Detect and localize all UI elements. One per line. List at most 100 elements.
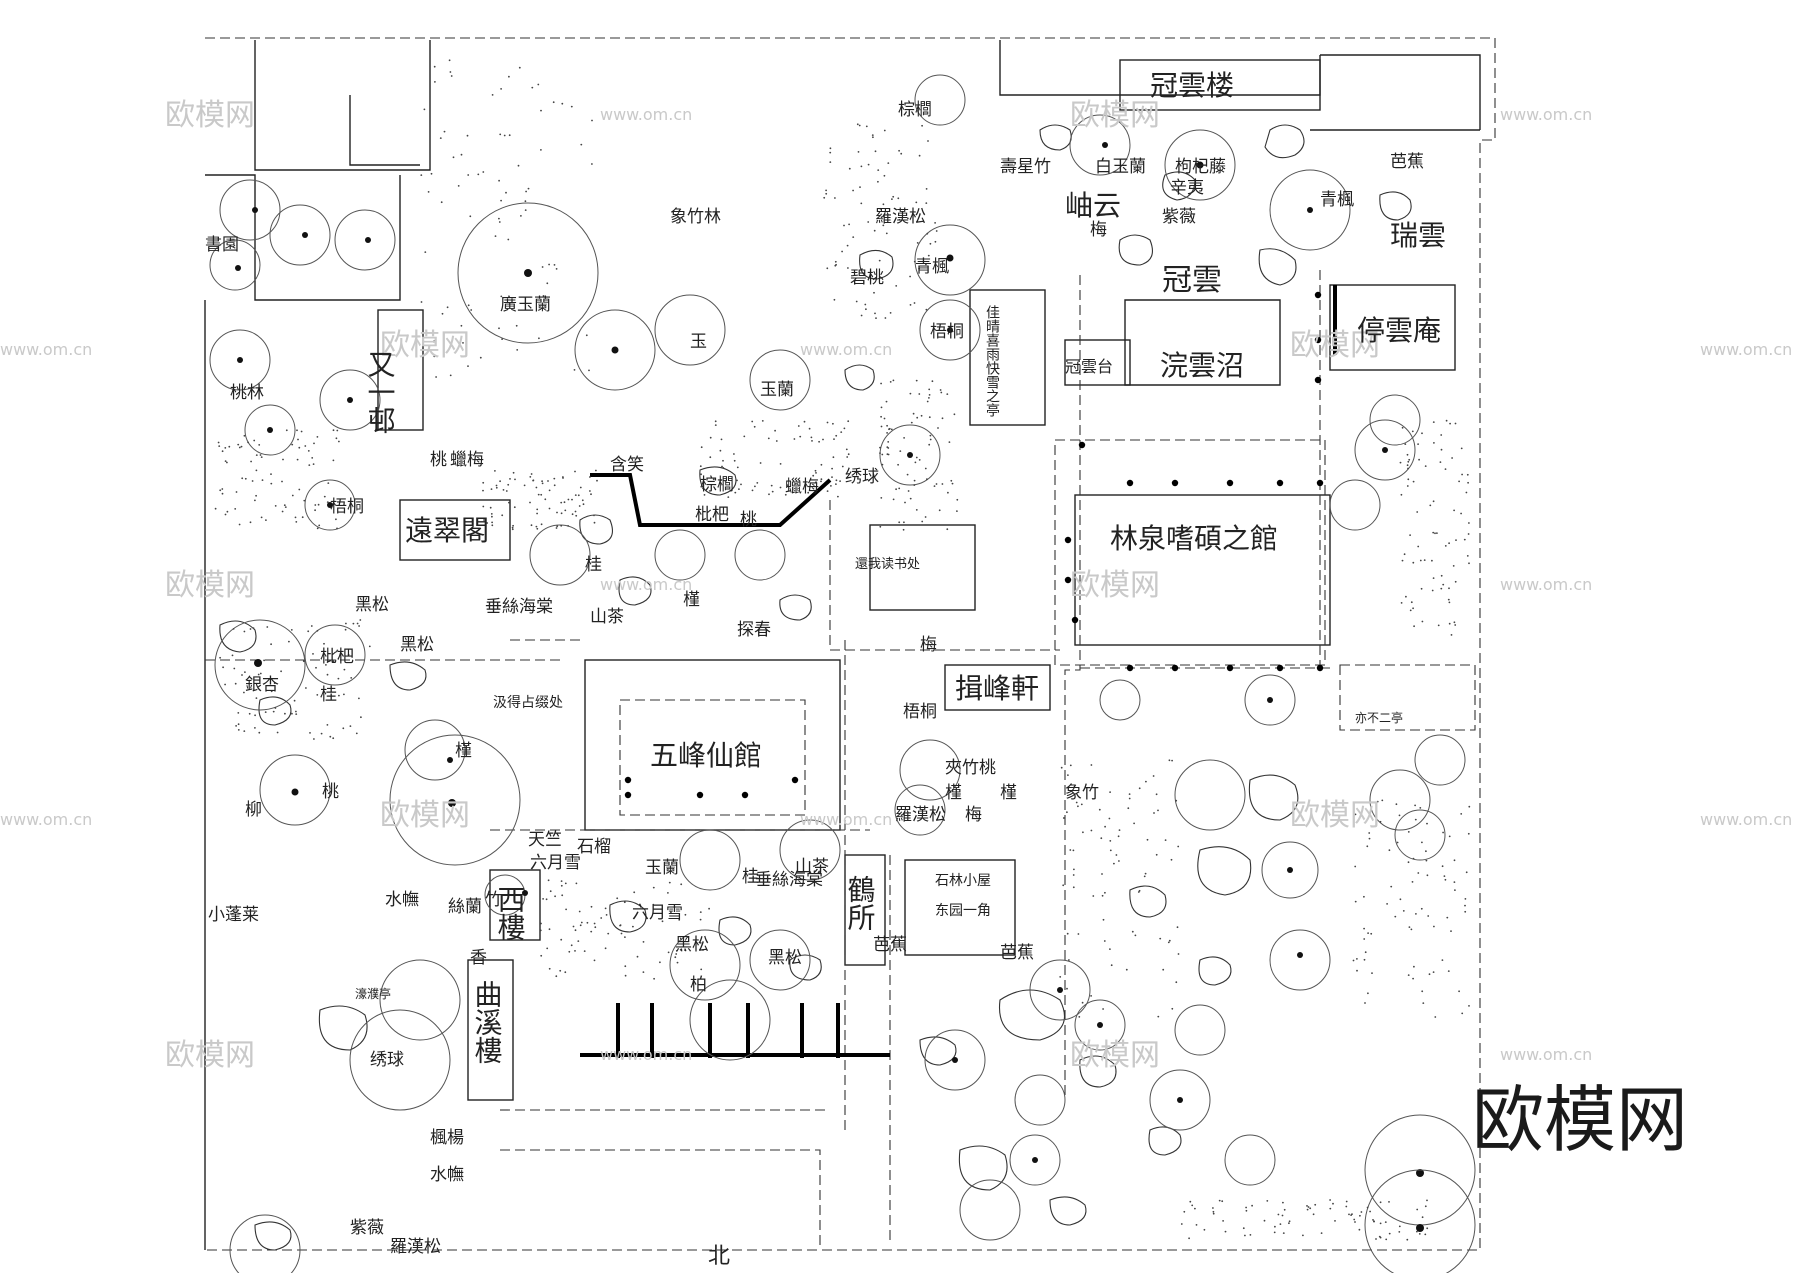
stipple-dot [509, 478, 511, 480]
stipple-dot [1412, 607, 1414, 610]
watermark-url: www.om.cn [800, 340, 892, 359]
stipple-dot [892, 498, 895, 501]
stipple-dot [807, 491, 810, 494]
stipple-dot [860, 202, 863, 205]
stipple-dot [903, 521, 905, 524]
stipple-dot [826, 421, 829, 424]
stipple-dot [684, 949, 686, 951]
stipple-dot [1433, 925, 1435, 928]
stipple-dot [1224, 1230, 1227, 1233]
stipple-dot [1368, 837, 1371, 840]
stipple-dot [1363, 927, 1365, 930]
stipple-dot [548, 507, 551, 510]
stipple-dot [335, 518, 337, 521]
stipple-dot [233, 667, 236, 670]
plant-label: 绣球 [845, 467, 879, 487]
stipple-dot [636, 955, 639, 958]
stipple-dot [237, 729, 240, 731]
stipple-dot [756, 482, 759, 484]
stipple-dot [291, 494, 294, 497]
stipple-dot [879, 452, 881, 454]
stipple-dot [1363, 895, 1365, 898]
stipple-dot [1109, 849, 1112, 852]
stipple-dot [1077, 805, 1079, 808]
brand-watermark: 欧模网 [1472, 1078, 1688, 1162]
stipple-dot [1464, 904, 1466, 907]
stipple-dot [329, 735, 332, 738]
stipple-dot [243, 730, 246, 732]
stipple-dot [799, 435, 802, 438]
stipple-dot [258, 731, 261, 734]
plant-label: 桂 [320, 685, 337, 705]
stipple-dot [871, 134, 874, 137]
stipple-dot [1400, 602, 1403, 604]
stipple-dot [1090, 829, 1093, 832]
stipple-dot [933, 485, 936, 487]
stipple-dot [460, 153, 463, 156]
stipple-dot [1454, 580, 1457, 583]
stipple-dot [829, 151, 832, 154]
stipple-dot [1177, 845, 1180, 848]
stipple-dot [469, 215, 472, 218]
stipple-dot [1419, 807, 1422, 809]
stipple-dot [544, 498, 547, 501]
stipple-dot [342, 727, 345, 730]
stipple-dot [835, 263, 837, 266]
stipple-dot [1157, 809, 1159, 812]
stipple-dot [727, 496, 730, 498]
stipple-dot [1177, 953, 1180, 955]
stipple-dot [288, 640, 290, 643]
stipple-dot [1307, 1206, 1310, 1208]
stipple-dot [323, 495, 326, 498]
stipple-dot [358, 625, 360, 627]
stipple-dot [491, 524, 494, 527]
plant-label: 绣球 [370, 1050, 404, 1070]
stipple-dot [793, 438, 796, 440]
stipple-dot [1367, 932, 1369, 934]
stipple-dot [916, 242, 919, 244]
stipple-dot [1424, 1205, 1427, 1208]
stipple-dot [298, 446, 301, 449]
stipple-dot [316, 694, 319, 696]
stipple-dot [899, 450, 902, 452]
stipple-dot [559, 969, 562, 972]
stipple-dot [667, 892, 669, 894]
stipple-dot [477, 173, 480, 176]
stipple-dot [433, 65, 436, 68]
stipple-dot [578, 505, 581, 507]
stipple-dot [243, 630, 246, 633]
stipple-dot [619, 924, 621, 927]
corridors [205, 270, 1330, 1250]
stipple-dot [1320, 1232, 1323, 1234]
watermark-url: www.om.cn [1700, 340, 1792, 359]
stipple-dot [1188, 1237, 1190, 1240]
stipple-dot [571, 513, 574, 516]
stipple-dot [1416, 1208, 1419, 1211]
stipple-dot [670, 911, 672, 914]
stipple-dot [1072, 886, 1075, 889]
stipple-dot [1157, 1015, 1160, 1018]
stipple-dot [520, 215, 522, 217]
stipple-dot [834, 197, 836, 199]
stipple-dot [540, 523, 543, 526]
stipple-dot [1066, 811, 1068, 814]
stipple-dot [721, 465, 723, 468]
stipple-dot [700, 968, 703, 971]
stipple-dot [879, 525, 882, 528]
building-label-guanyun-lou: 冠雲楼 [1150, 69, 1234, 102]
stipple-dot [560, 884, 563, 887]
stipple-dot [1388, 849, 1391, 852]
stipple-dot [779, 463, 782, 465]
stipple-dot [852, 236, 855, 239]
stipple-dot [501, 338, 503, 340]
stipple-dot [1194, 1207, 1196, 1210]
stipple-dot [941, 483, 944, 485]
stipple-dot [950, 479, 953, 482]
stipple-dot [915, 456, 918, 459]
stipple-dot [733, 453, 735, 455]
stipple-dot [298, 488, 301, 491]
stipple-dot [562, 476, 564, 478]
stipple-dot [1153, 812, 1155, 814]
watermark-url: www.om.cn [600, 575, 692, 594]
stipple-dot [867, 163, 870, 166]
